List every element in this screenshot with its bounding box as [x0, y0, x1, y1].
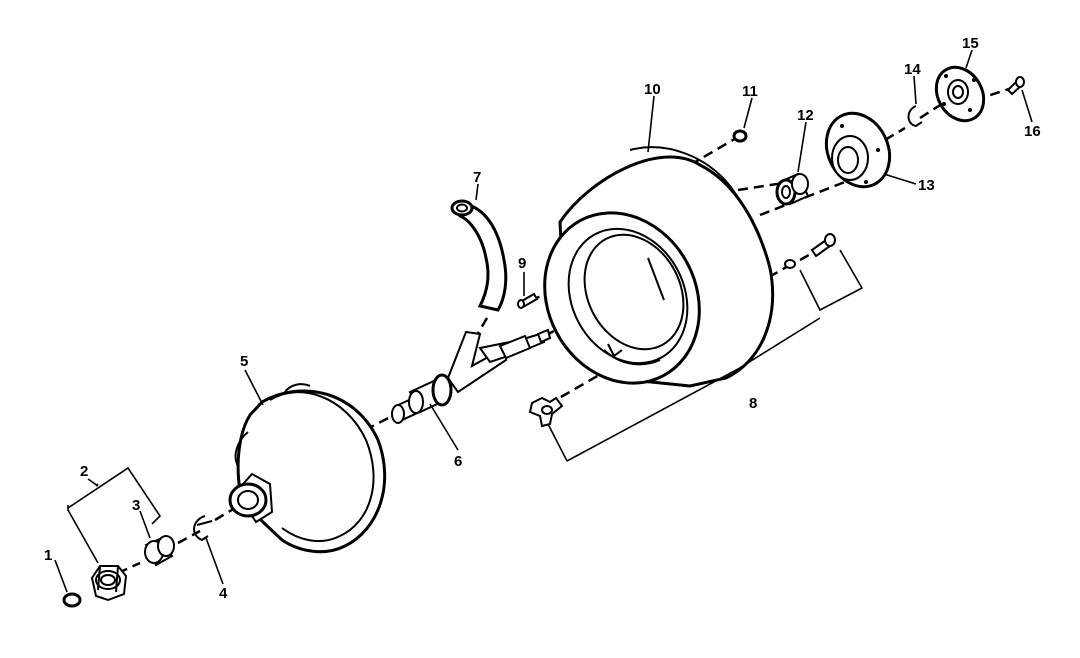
- callout-12: 12: [797, 107, 814, 124]
- callout-7: 7: [473, 169, 481, 186]
- callout-9: 9: [518, 255, 526, 272]
- callout-11: 11: [742, 83, 758, 100]
- leader-lines: [54, 49, 1033, 593]
- part-3-bushing: [144, 535, 175, 567]
- part-5-front-housing: [228, 383, 387, 554]
- callout-8: 8: [749, 395, 757, 412]
- part-13-flange-hub: [824, 111, 892, 189]
- callout-6: 6: [454, 453, 462, 470]
- callout-labels: 1 2 3 4 5 6 7 8 9 10 11 12 13 14 15 16: [44, 35, 1041, 602]
- callout-3: 3: [132, 497, 140, 514]
- callout-5: 5: [240, 353, 248, 370]
- part-8-wing-nut: [528, 396, 564, 428]
- callout-15: 15: [962, 35, 979, 52]
- callout-14: 14: [904, 61, 921, 78]
- part-12-bushing: [775, 172, 810, 206]
- callout-13: 13: [918, 177, 935, 194]
- callout-4: 4: [219, 585, 228, 602]
- part-11-washer: [732, 129, 748, 143]
- part-4-clip: [193, 515, 213, 542]
- part-14-clip: [907, 105, 923, 128]
- part-10-drum: [543, 146, 775, 388]
- part-16-screw: [1006, 76, 1025, 96]
- callout-16: 16: [1024, 123, 1041, 140]
- part-9-screw: [517, 292, 539, 309]
- callout-10: 10: [644, 81, 661, 98]
- part-8-screw-washer: [784, 233, 836, 269]
- part-15-end-plate: [934, 65, 986, 123]
- part-1-o-ring: [62, 592, 82, 608]
- callout-1: 1: [44, 547, 52, 564]
- part-6-drive-shaft: [391, 328, 552, 424]
- part-2-hex-fitting: [90, 565, 128, 602]
- callout-2: 2: [80, 463, 88, 480]
- part-7-hose: [450, 199, 508, 312]
